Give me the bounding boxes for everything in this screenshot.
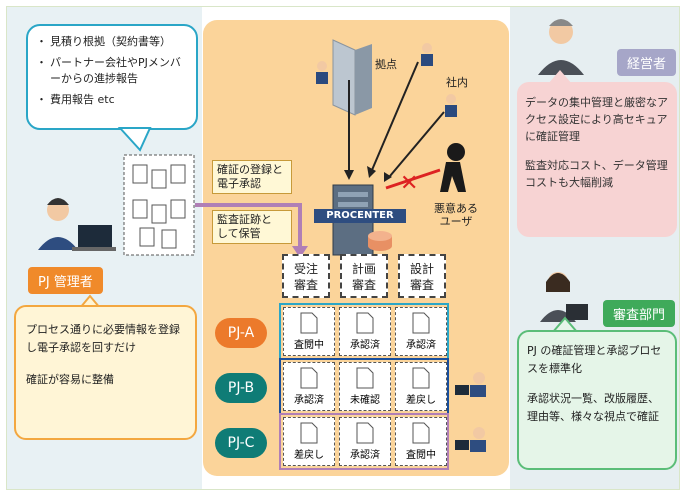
review-point: 承認状況一覧、改版履歴、理由等、様々な視点で確証 [527, 392, 659, 423]
status-text: 差戻し [294, 450, 324, 461]
pj-manager-point: 確証が容易に整備 [26, 373, 114, 386]
pj-manager-person-icon [38, 198, 116, 251]
bubble-tail [117, 127, 152, 152]
executive-point: 監査対応コスト、データ管理コストも大幅削減 [525, 159, 668, 189]
executive-person-icon [538, 19, 584, 75]
column-header-order-review: 受注 審査 [282, 254, 330, 298]
review-dept-box: PJ の確証管理と承認プロセスを標準化 承認状況一覧、改版履歴、理由等、様々な視… [517, 330, 677, 470]
pj-row: 差戻し 承認済 査閲中 [279, 413, 449, 470]
pj-badge[interactable]: PJ-B [215, 373, 267, 403]
office-label: 社内 [446, 76, 468, 89]
status-text: 承認済 [406, 340, 436, 351]
reviewer-person-icon [540, 272, 588, 322]
status-cell[interactable]: 差戻し [395, 362, 447, 411]
status-text: 承認済 [350, 450, 380, 461]
status-text: 承認済 [294, 395, 324, 406]
worker-icon [455, 372, 486, 452]
bubble-item: 見積り根拠（契約書等） [36, 34, 188, 50]
column-header-plan-review: 計画 審査 [340, 254, 388, 298]
document-icon [356, 422, 374, 444]
status-cell[interactable]: 承認済 [339, 417, 391, 466]
flow-arrowhead [292, 246, 308, 258]
info-bubble: 見積り根拠（契約書等） パートナー会社やPJメンバーからの進捗報告 費用報告 e… [26, 24, 198, 130]
document-icon [412, 422, 430, 444]
column-header-design-review: 設計 審査 [398, 254, 446, 298]
pj-manager-label: PJ 管理者 [28, 267, 103, 294]
review-dept-label: 審査部門 [603, 300, 676, 327]
status-text: 承認済 [350, 340, 380, 351]
status-cell[interactable]: 承認済 [395, 307, 447, 356]
document-icon [300, 312, 318, 334]
register-note: 確証の登録と 電子承認 [212, 160, 292, 194]
pj-manager-point: プロセス通りに必要情報を登録し電子承認を回すだけ [26, 323, 180, 354]
status-text: 差戻し [406, 395, 436, 406]
status-cell[interactable]: 差戻し [283, 417, 335, 466]
pj-row: 承認済 未確認 差戻し [279, 358, 449, 415]
status-cell[interactable]: 未確認 [339, 362, 391, 411]
blocked-arrow [385, 168, 441, 190]
status-text: 査閲中 [406, 450, 436, 461]
audit-note: 監査証跡と して保管 [212, 210, 292, 244]
executive-point: データの集中管理と厳密なアクセス設定により高セキュアに確証管理 [525, 96, 668, 143]
pj-manager-box: プロセス通りに必要情報を登録し電子承認を回すだけ 確証が容易に整備 [14, 305, 197, 440]
document-icon [356, 312, 374, 334]
exec-bubble-tail [548, 70, 572, 84]
executive-label: 経営者 [617, 49, 677, 76]
building-icon [332, 39, 372, 116]
block-x-icon: ✕ [400, 171, 418, 196]
site-label: 拠点 [375, 58, 397, 71]
server-label: PROCENTER [314, 209, 406, 223]
pj-row: 査閲中 承認済 承認済 [279, 303, 449, 360]
outer-frame [6, 6, 680, 490]
review-point: PJ の確証管理と承認プロセスを標準化 [527, 344, 662, 375]
access-arrows [348, 61, 445, 177]
pj-badge[interactable]: PJ-C [215, 428, 267, 458]
malicious-user-icon [440, 143, 466, 192]
access-arrowheads [344, 166, 392, 182]
pj-badge[interactable]: PJ-A [215, 318, 267, 348]
document-icon [356, 367, 374, 389]
user-icon [316, 43, 457, 117]
status-text: 査閲中 [294, 340, 324, 351]
executive-box: データの集中管理と厳密なアクセス設定により高セキュアに確証管理 監査対応コスト、… [517, 82, 677, 237]
status-cell[interactable]: 承認済 [283, 362, 335, 411]
bubble-item: 費用報告 etc [36, 92, 188, 108]
bubble-item: パートナー会社やPJメンバーからの進捗報告 [36, 55, 188, 87]
document-icon [300, 422, 318, 444]
status-text: 未確認 [350, 395, 380, 406]
status-cell[interactable]: 査閲中 [395, 417, 447, 466]
malicious-user-label: 悪意ある ユーザ [434, 202, 478, 228]
document-icon [412, 367, 430, 389]
status-cell[interactable]: 査閲中 [283, 307, 335, 356]
document-icon [412, 312, 430, 334]
status-cell[interactable]: 承認済 [339, 307, 391, 356]
document-icons [132, 164, 186, 249]
document-icon [300, 367, 318, 389]
flow-arrow [195, 203, 302, 248]
